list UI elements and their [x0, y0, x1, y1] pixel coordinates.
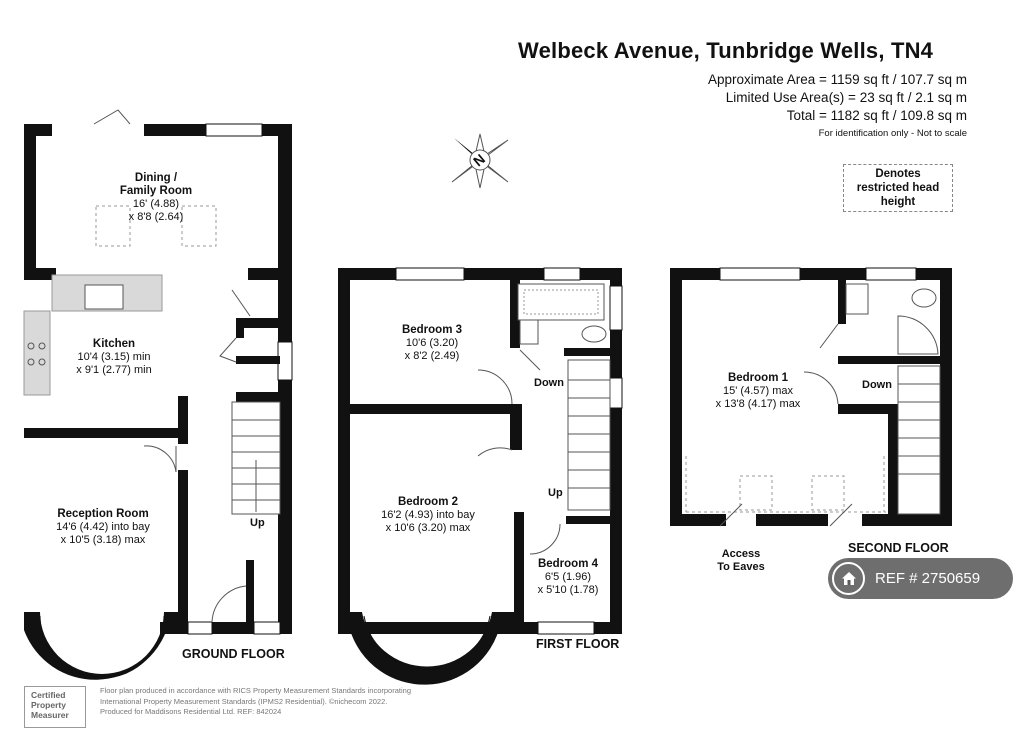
dining-room-dim-1: 16' (4.88) [132, 198, 180, 210]
eaves-access-label: Access To Eaves [704, 548, 778, 574]
bedroom1-label: Bedroom 1 15' (4.57) max x 13'8 (4.17) m… [700, 372, 816, 411]
bedroom1-dim-1: 15' (4.57) max [723, 385, 793, 397]
footer-disclaimer: Floor plan produced in accordance with R… [100, 686, 411, 718]
bedroom3-dim-2: x 8'2 (2.49) [404, 350, 460, 362]
logo-line-2: Property [31, 700, 66, 710]
bedroom4-dim-1: 6'5 (1.96) [544, 571, 592, 583]
ground-floor-doors [93, 109, 251, 623]
footer-line-1: Floor plan produced in accordance with R… [100, 686, 411, 695]
kitchen-dim-2: x 9'1 (2.77) min [76, 364, 152, 376]
bedroom4-label: Bedroom 4 6'5 (1.96) x 5'10 (1.78) [526, 558, 610, 597]
ground-floor-title: GROUND FLOOR [182, 647, 285, 661]
reception-room-label: Reception Room 14'6 (4.42) into bay x 10… [38, 508, 168, 547]
reception-room-dim-1: 14'6 (4.42) into bay [56, 521, 150, 533]
limited-use-area: Limited Use Area(s) = 23 sq ft / 2.1 sq … [725, 90, 967, 105]
page-title: Welbeck Avenue, Tunbridge Wells, TN4 [518, 38, 934, 63]
eaves-access-1: Access [721, 548, 761, 560]
dining-room-label: Dining / Family Room 16' (4.88) x 8'8 (2… [96, 172, 216, 224]
bedroom4-name: Bedroom 4 [537, 558, 599, 570]
second-floor-plan [670, 267, 952, 526]
logo-line-3: Measurer [31, 710, 69, 720]
second-floor-doors [719, 323, 853, 527]
first-stairs-down: Down [534, 377, 564, 389]
kitchen-dim-1: 10'4 (3.15) min [77, 351, 151, 363]
certified-measurer-logo: Certified Property Measurer [24, 686, 86, 728]
reference-badge: REF # 2750659 [828, 558, 1013, 599]
kitchen-label: Kitchen 10'4 (3.15) min x 9'1 (2.77) min [54, 338, 174, 377]
approx-area: Approximate Area = 1159 sq ft / 107.7 sq… [707, 72, 967, 87]
home-icon [832, 562, 865, 595]
bedroom1-dim-2: x 13'8 (4.17) max [715, 398, 801, 410]
logo-line-1: Certified [31, 690, 66, 700]
kitchen-name: Kitchen [92, 338, 136, 350]
bedroom1-name: Bedroom 1 [727, 372, 789, 384]
footer-line-3: Produced for Maddisons Residential Ltd. … [100, 707, 282, 716]
dining-room-name-1: Dining / [134, 172, 178, 184]
first-floor-plan [338, 267, 623, 685]
restricted-legend: Denotes restricted head height [843, 164, 953, 212]
footer-line-2: International Property Measurement Stand… [100, 696, 388, 706]
dining-room-dim-2: x 8'8 (2.64) [128, 211, 184, 223]
total-area: Total = 1182 sq ft / 109.8 sq m [786, 108, 967, 123]
bedroom3-dim-1: 10'6 (3.20) [405, 337, 459, 349]
bedroom2-dim-1: 16'2 (4.93) into bay [381, 509, 475, 521]
dining-room-name-2: Family Room [119, 185, 193, 197]
ground-floor-plan [23, 123, 293, 680]
bedroom3-name: Bedroom 3 [401, 324, 463, 336]
compass-icon [451, 133, 509, 189]
bedroom4-dim-2: x 5'10 (1.78) [537, 584, 599, 596]
reception-room-name: Reception Room [57, 508, 149, 520]
ground-stairs-up: Up [250, 517, 265, 529]
reception-room-dim-2: x 10'5 (3.18) max [60, 534, 146, 546]
first-floor-title: FIRST FLOOR [536, 637, 620, 651]
first-stairs-up: Up [548, 487, 563, 499]
bedroom3-label: Bedroom 3 10'6 (3.20) x 8'2 (2.49) [372, 324, 492, 363]
second-floor-restricted-lines [685, 456, 886, 513]
second-floor-title: SECOND FLOOR [848, 541, 949, 555]
second-stairs-down: Down [862, 379, 892, 391]
bedroom2-dim-2: x 10'6 (3.20) max [385, 522, 471, 534]
scale-note: For identification only - Not to scale [818, 128, 967, 139]
reference-text: REF # 2750659 [875, 570, 981, 587]
bedroom2-name: Bedroom 2 [397, 496, 459, 508]
first-floor-doors [477, 349, 561, 555]
restricted-legend-text: Denotes restricted head height [856, 168, 940, 208]
bedroom2-label: Bedroom 2 16'2 (4.93) into bay x 10'6 (3… [362, 496, 494, 535]
eaves-access-2: To Eaves [717, 561, 765, 573]
